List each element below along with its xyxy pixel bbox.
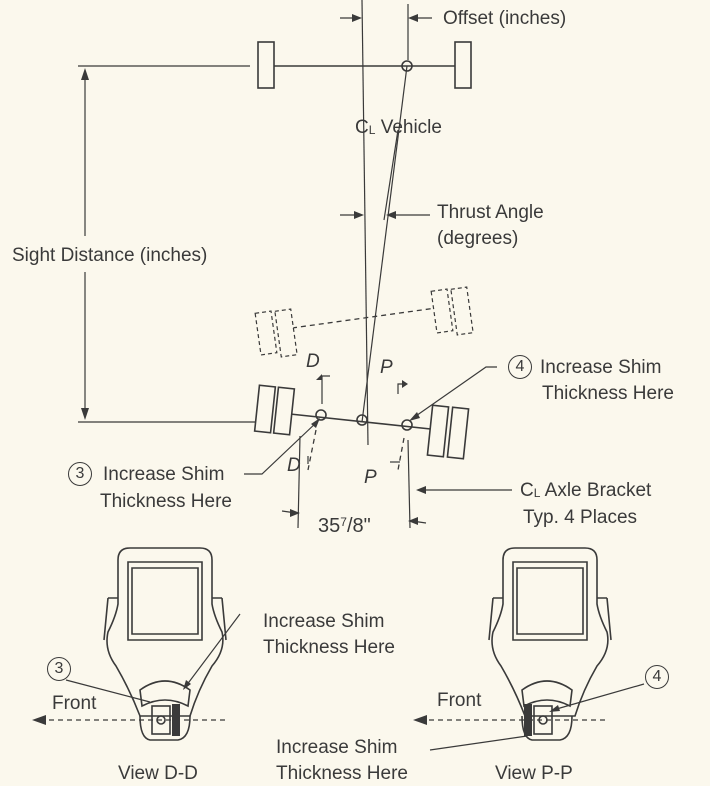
shim4-line2: Thickness Here <box>542 383 674 404</box>
section-d-bottom: D <box>287 455 301 476</box>
dimension-den: /8" <box>346 515 371 537</box>
section-d-top: D <box>306 351 320 372</box>
axle-bracket-left <box>315 409 327 421</box>
shim4-line1: Increase Shim <box>540 357 662 378</box>
view-dd-label: View D-D <box>118 763 198 784</box>
dimension-whole: 35 <box>318 515 341 537</box>
callout-4-top: 4 <box>508 355 532 379</box>
sight-distance-label: Sight Distance (inches) <box>12 244 208 268</box>
callout-4-bottom: 4 <box>645 665 669 689</box>
dimension-num: 7 <box>340 515 347 529</box>
axle-bracket-text: Axle Bracket <box>544 480 652 501</box>
section-p-top: P <box>380 357 393 378</box>
front-right-wheel <box>454 41 472 89</box>
shim-bottom-line1: Increase Shim <box>276 737 398 758</box>
shim3-line2: Thickness Here <box>100 491 232 512</box>
shim3-line1: Increase Shim <box>103 464 225 485</box>
vehicle-centerline <box>361 0 369 446</box>
rear-axle <box>289 413 441 431</box>
axle-bracket-right <box>401 419 413 431</box>
rear-right-wheel-inner <box>426 404 450 458</box>
callout-3-bottom: 3 <box>47 657 71 681</box>
front-axle-center <box>401 60 413 72</box>
rear-left-wheel-outer <box>253 384 277 434</box>
shim-mid-line1: Increase Shim <box>263 611 385 632</box>
offset-label: Offset (inches) <box>443 8 567 29</box>
shim-mid-line2: Thickness Here <box>263 637 395 658</box>
thrust-angle-label-1: Thrust Angle <box>437 202 544 223</box>
rear-left-wheel-inner <box>272 386 296 436</box>
front-left-label: Front <box>52 693 97 714</box>
rear-right-wheel-outer <box>446 406 470 460</box>
view-pp-label: View P-P <box>495 763 573 784</box>
front-left-wheel <box>257 41 275 89</box>
ghost-rear-axle <box>291 307 437 329</box>
cl-vehicle-label: CL Vehicle <box>355 116 442 142</box>
shim-bottom-line2: Thickness Here <box>276 763 408 784</box>
thrust-angle-label-2: (degrees) <box>437 228 519 249</box>
view-dd-drawing <box>32 547 241 741</box>
axle-cl-symbol: C <box>520 480 534 501</box>
cl-vehicle-text: Vehicle <box>380 117 442 138</box>
cl-symbol: C <box>355 117 369 138</box>
callout-3-top: 3 <box>68 462 92 486</box>
dimension-label: 357/8" <box>318 510 371 538</box>
front-right-label: Front <box>437 690 482 711</box>
rear-axle-center <box>356 414 368 426</box>
section-p-bottom: P <box>364 467 377 488</box>
view-pp-drawing <box>413 547 645 751</box>
axle-bracket-label-1: CL Axle Bracket <box>520 479 651 505</box>
axle-bracket-label-2: Typ. 4 Places <box>523 507 638 528</box>
cl-subscript: L <box>368 123 376 137</box>
thrust-line <box>361 65 408 423</box>
axle-cl-subscript: L <box>533 486 541 500</box>
